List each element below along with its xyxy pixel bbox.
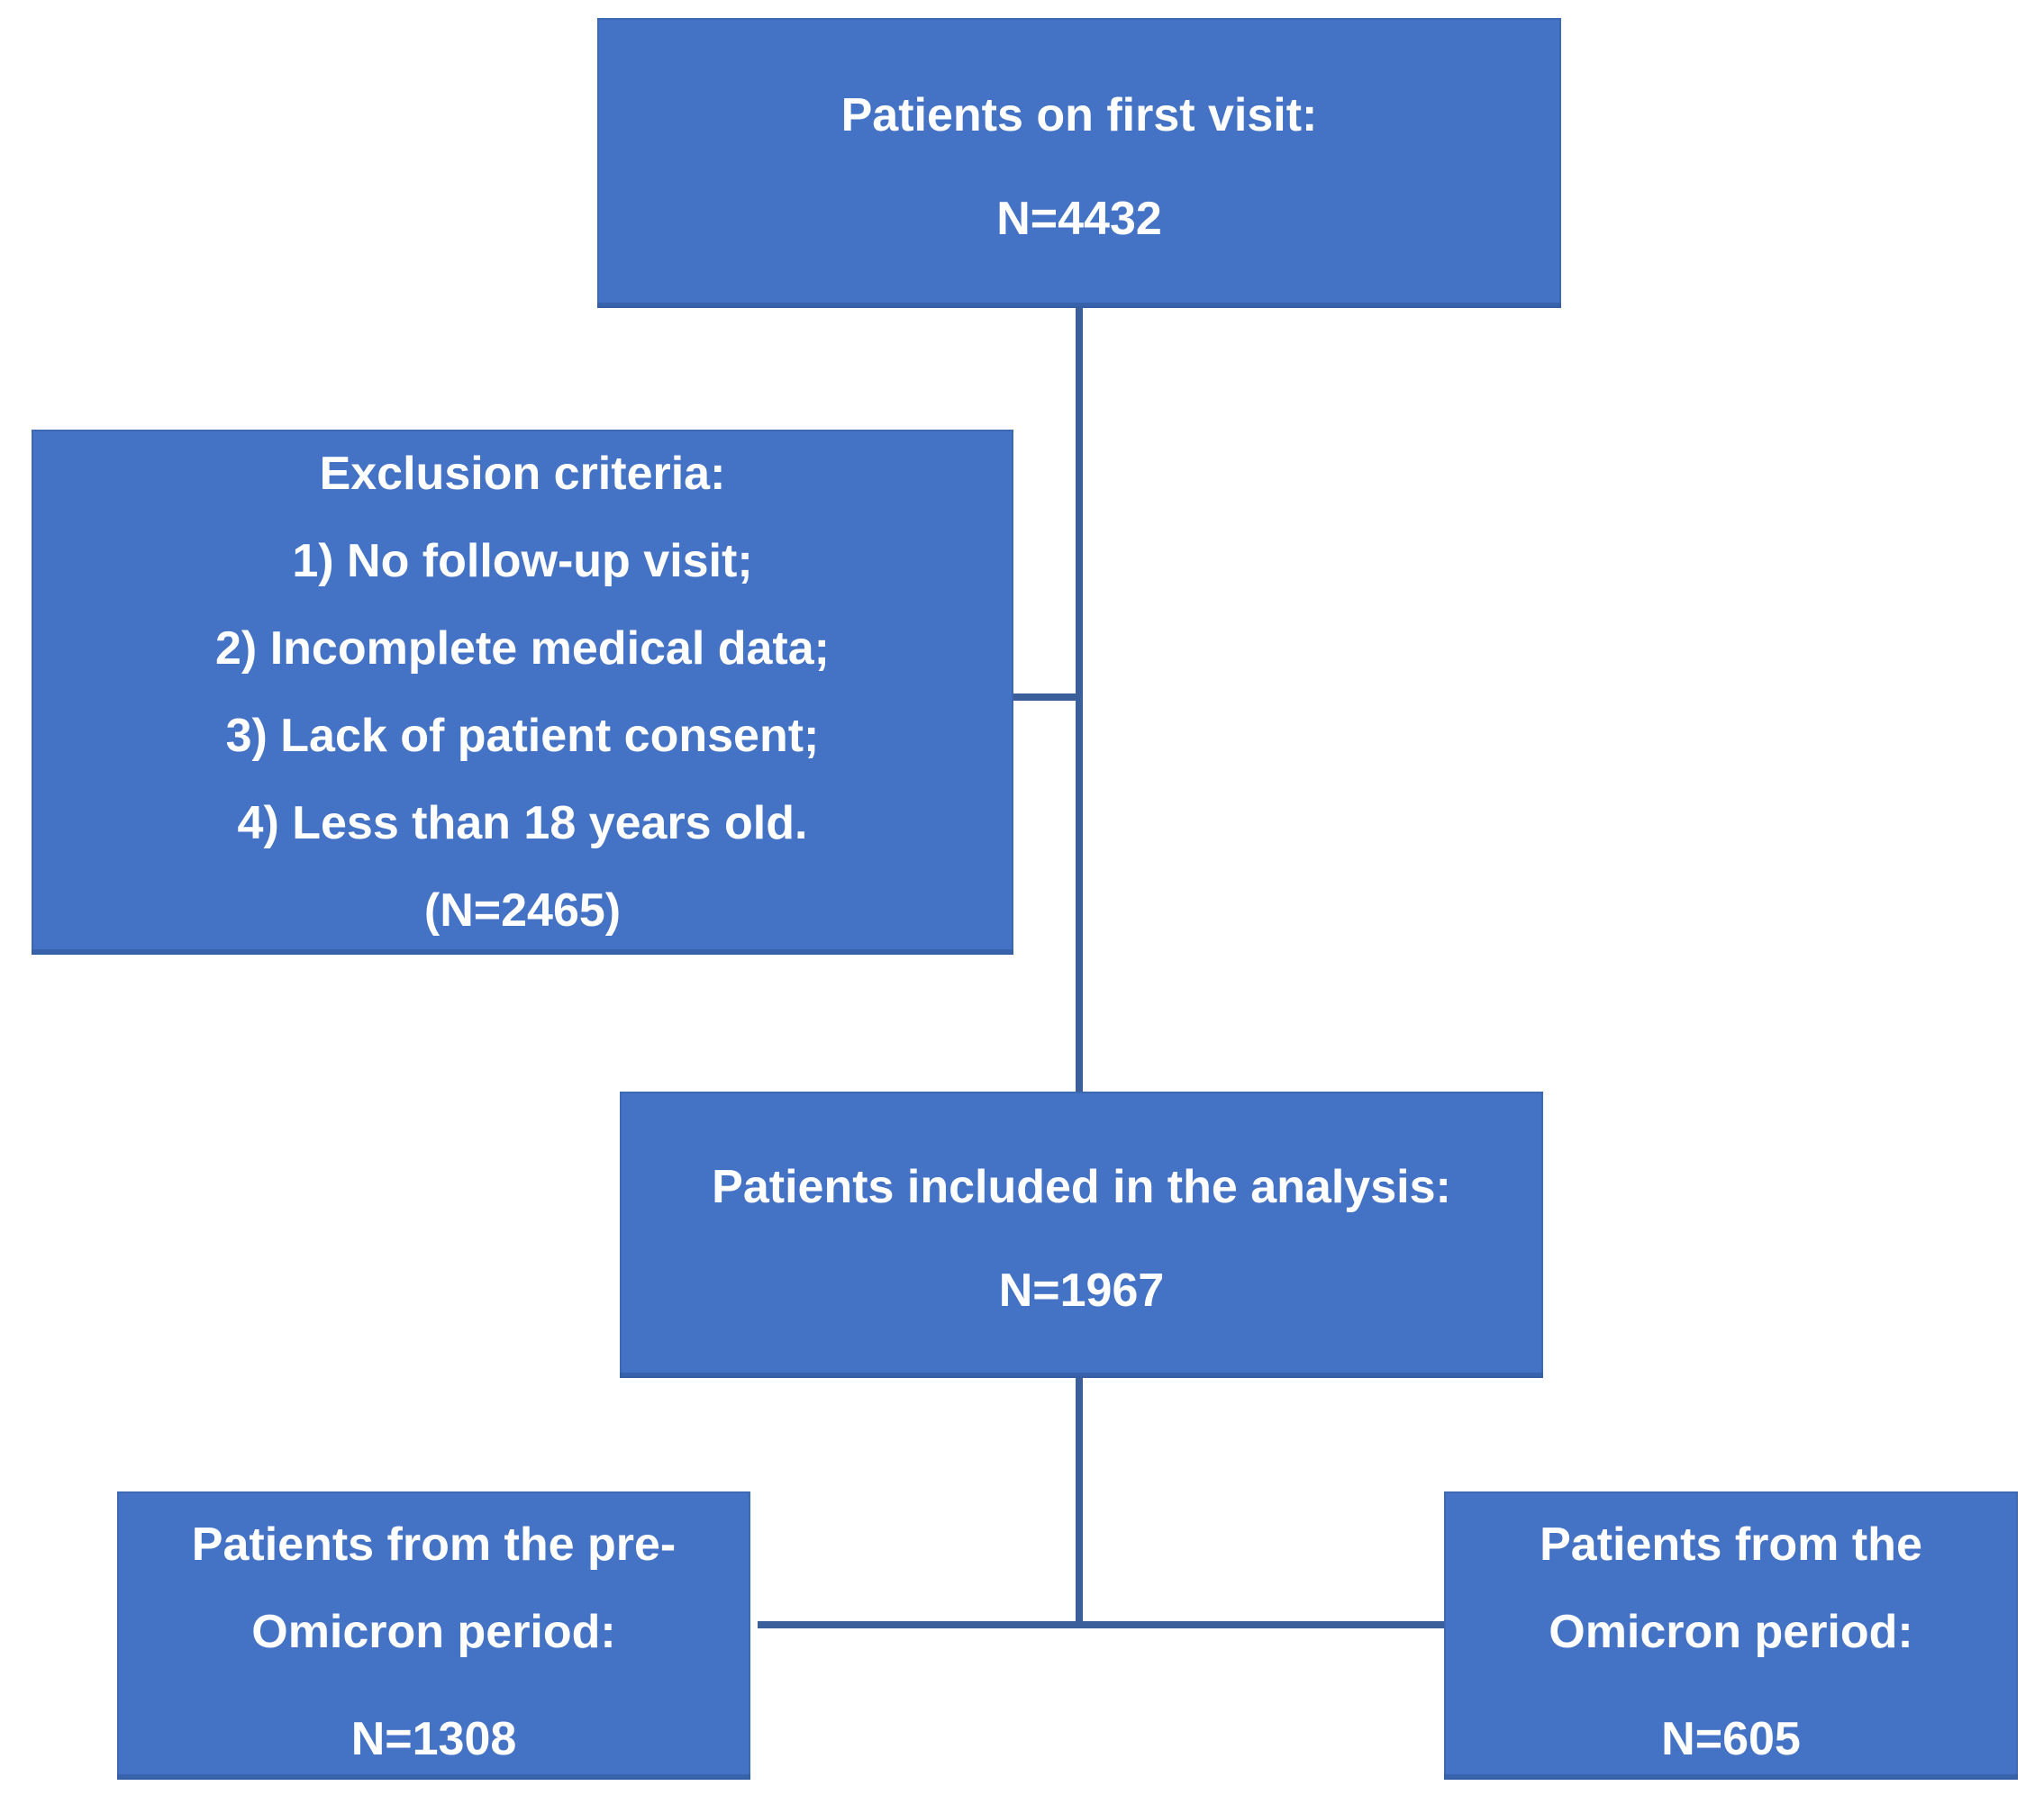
box-exclusion-item-1: 1) No follow-up visit; [292, 534, 753, 587]
box-first-visit-title: Patients on first visit: [840, 89, 1318, 141]
box-included-title: Patients included in the analysis: [712, 1161, 1451, 1213]
box-omicron-count: N=605 [1661, 1712, 1801, 1765]
box-first-visit: Patients on first visit: N=4432 [597, 18, 1561, 308]
box-omicron-period: Patients from the Omicron period: N=605 [1444, 1491, 2018, 1780]
connector-split-horizontal [758, 1621, 1444, 1628]
box-pre-omicron-period: Patients from the pre- Omicron period: N… [117, 1491, 750, 1780]
box-exclusion-item-2: 2) Incomplete medical data; [215, 621, 830, 675]
box-pre-omicron-title-line-2: Omicron period: [251, 1605, 616, 1658]
box-exclusion-title: Exclusion criteria: [319, 447, 726, 500]
box-exclusion-count: (N=2465) [423, 884, 622, 937]
box-omicron-title-line-2: Omicron period: [1549, 1605, 1913, 1658]
box-included-count: N=1967 [998, 1265, 1165, 1317]
connector-included-to-split [1076, 1378, 1083, 1625]
box-pre-omicron-count: N=1308 [350, 1712, 517, 1765]
box-included-in-analysis: Patients included in the analysis: N=196… [620, 1092, 1543, 1378]
box-omicron-title-line-1: Patients from the [1540, 1518, 1922, 1571]
box-pre-omicron-title-line-1: Patients from the pre- [191, 1518, 677, 1571]
box-exclusion-item-4: 4) Less than 18 years old. [237, 796, 808, 849]
box-exclusion-criteria: Exclusion criteria: 1) No follow-up visi… [32, 430, 1013, 955]
box-first-visit-count: N=4432 [996, 193, 1162, 245]
connector-exclusion-branch [1013, 694, 1076, 701]
box-exclusion-item-3: 3) Lack of patient consent; [225, 709, 820, 762]
connector-first-visit-to-included [1076, 308, 1083, 1093]
